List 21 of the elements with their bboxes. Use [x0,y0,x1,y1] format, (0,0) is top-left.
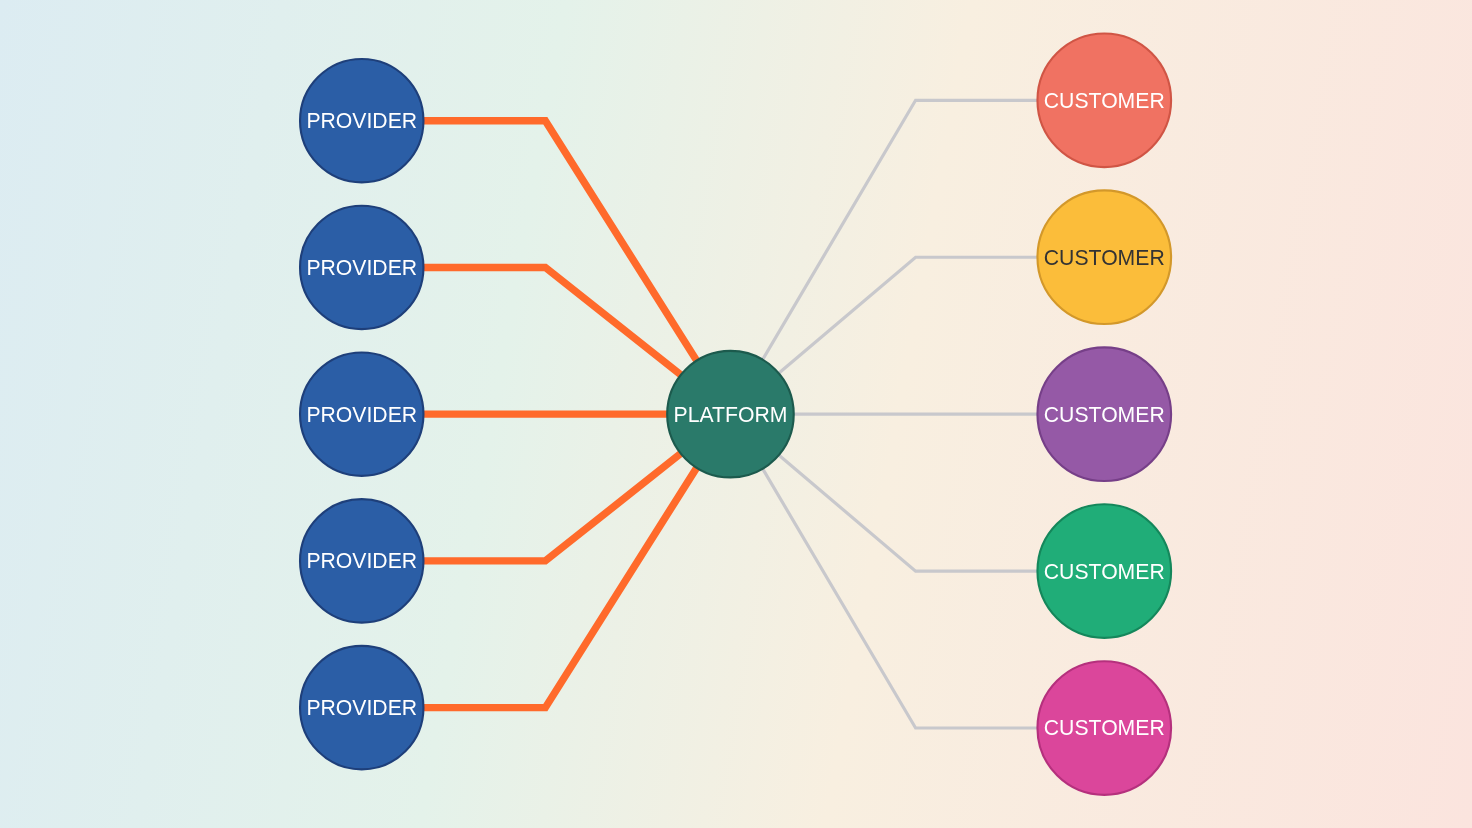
node-circle: CUSTOMER [1036,503,1173,639]
node-circle: CUSTOMER [1036,189,1173,325]
node-circle: CUSTOMER [1036,660,1173,796]
node-circle: PROVIDER [299,644,425,771]
node-circle: PLATFORM [666,349,796,479]
connector [778,453,1038,573]
node-circle: CUSTOMER [1036,32,1173,168]
node-circle: PROVIDER [299,204,425,331]
connector [761,98,1038,361]
connector [423,465,701,712]
node-circle: PROVIDER [299,497,425,624]
connector [778,255,1038,375]
node-circle: PROVIDER [299,57,425,184]
connector [423,410,668,418]
connector [423,263,684,378]
connector [423,450,684,565]
connector [794,412,1038,416]
node-circle: PROVIDER [299,351,425,477]
connector [423,116,701,363]
connector [761,467,1038,730]
node-circle: CUSTOMER [1036,346,1173,482]
